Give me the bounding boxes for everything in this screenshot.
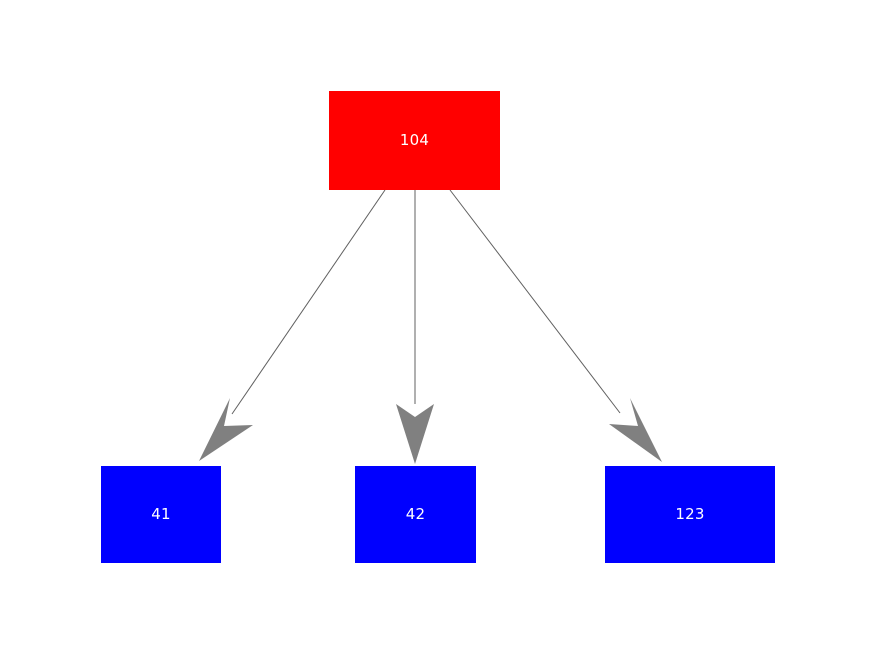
graph-node-123[interactable]: 123	[605, 466, 775, 563]
arrowhead-icon	[609, 398, 662, 462]
node-label: 41	[151, 505, 171, 523]
edge-line	[449, 189, 621, 414]
arrowhead-icon	[199, 398, 253, 461]
graph-node-root[interactable]: 104	[329, 91, 500, 190]
edge-root-to-41	[199, 189, 386, 461]
arrowhead-icon	[396, 404, 434, 464]
graph-node-42[interactable]: 42	[355, 466, 476, 563]
edge-root-to-123	[449, 189, 662, 462]
node-label: 42	[405, 505, 426, 523]
graph-node-41[interactable]: 41	[101, 466, 221, 563]
edge-root-to-42	[396, 190, 434, 464]
node-label: 104	[399, 131, 430, 149]
node-label: 123	[675, 505, 705, 523]
edge-line	[231, 189, 386, 415]
